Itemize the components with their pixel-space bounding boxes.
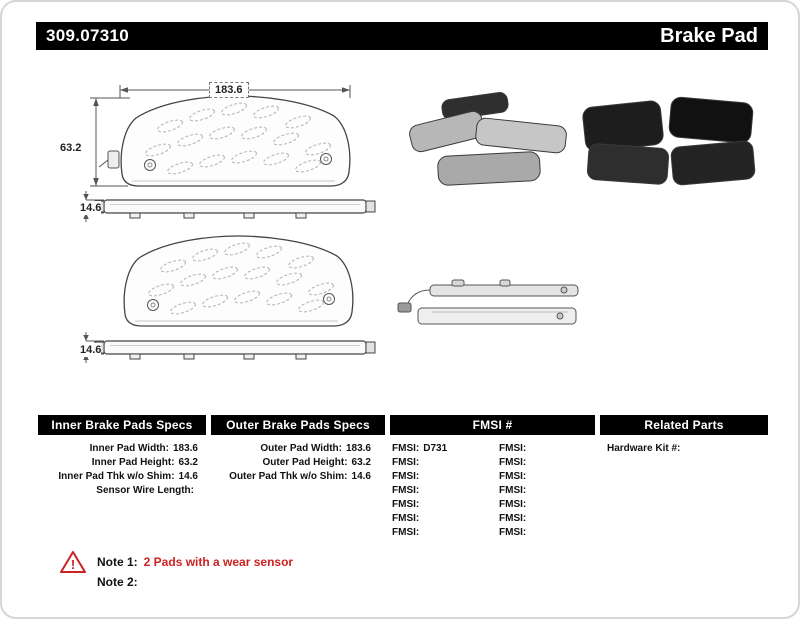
spec-row: Inner Pad Height:63.2 (38, 456, 198, 470)
fmsi-label: FMSI: (499, 471, 527, 482)
fmsi-label: FMSI: (499, 499, 527, 510)
title-bar: 309.07310 Brake Pad (36, 22, 768, 50)
outer-specs-header: Outer Brake Pads Specs (211, 415, 385, 435)
fmsi-value: D731 (423, 443, 448, 454)
fmsi-row: FMSI: (499, 442, 595, 456)
fmsi-label: FMSI: (392, 443, 420, 454)
dim-pad-width-label: 183.6 (209, 82, 249, 98)
fmsi-label: FMSI: (499, 485, 527, 496)
fmsi-label: FMSI: (392, 527, 420, 538)
warning-glyph: ! (71, 557, 75, 572)
spec-value: 183.6 (345, 443, 371, 454)
fmsi-row: FMSI: (499, 498, 595, 512)
dim-pad-height-label: 63.2 (60, 141, 82, 155)
fmsi-label: FMSI: (392, 485, 420, 496)
spec-value: 63.2 (178, 457, 198, 468)
fmsi-label: FMSI: (499, 527, 527, 538)
fmsi-label: FMSI: (499, 443, 527, 454)
fmsi-row: FMSI: (499, 526, 595, 540)
fmsi-row: FMSI: (499, 484, 595, 498)
note-1: Note 1: 2 Pads with a wear sensor (97, 555, 293, 569)
fmsi-column-2: FMSI: FMSI: FMSI: FMSI: FMSI: FMSI: FMSI… (499, 442, 595, 540)
fmsi-label: FMSI: (499, 513, 527, 524)
fmsi-row: FMSI: (499, 456, 595, 470)
spec-row: Outer Pad Width:183.6 (211, 442, 371, 456)
spec-value: 183.6 (172, 443, 198, 454)
spec-row: Inner Pad Width:183.6 (38, 442, 198, 456)
note1-text: 2 Pads with a wear sensor (143, 555, 294, 569)
fmsi-row: FMSI: (392, 456, 492, 470)
spec-label: Inner Pad Width: (89, 443, 169, 454)
spec-label: Outer Pad Height: (262, 457, 348, 468)
spec-label: Sensor Wire Length: (96, 485, 194, 496)
outer-specs-column: Outer Pad Width:183.6 Outer Pad Height:6… (211, 442, 371, 484)
pad-photos (409, 92, 756, 186)
spec-label: Inner Pad Height: (91, 457, 175, 468)
related-parts-header: Related Parts (600, 415, 768, 435)
fmsi-row: FMSI:D731 (392, 442, 492, 456)
fmsi-row: FMSI: (392, 526, 492, 540)
fmsi-label: FMSI: (499, 457, 527, 468)
fmsi-row: FMSI: (392, 470, 492, 484)
note1-label: Note 1: (97, 555, 138, 569)
dim-pad-thickness-inner-label: 14.6 (80, 201, 102, 215)
spec-value: 14.6 (351, 471, 371, 482)
part-number: 309.07310 (46, 26, 130, 45)
related-parts-column: Hardware Kit #: (607, 442, 767, 456)
related-label: Hardware Kit #: (607, 443, 681, 454)
outer-pad-drawing (123, 235, 354, 327)
fmsi-row: FMSI: (499, 512, 595, 526)
fmsi-row: FMSI: (392, 512, 492, 526)
warning-icon: ! (60, 551, 86, 573)
product-type-title: Brake Pad (660, 24, 758, 47)
wear-sensor-hardware-drawing (397, 279, 579, 325)
spec-value: 14.6 (178, 471, 198, 482)
spec-row: Outer Pad Thk w/o Shim:14.6 (211, 470, 371, 484)
fmsi-label: FMSI: (392, 471, 420, 482)
fmsi-row: FMSI: (499, 470, 595, 484)
spec-row: Sensor Wire Length: (38, 484, 198, 498)
spec-label: Outer Pad Width: (260, 443, 342, 454)
fmsi-row: FMSI: (392, 498, 492, 512)
fmsi-column-1: FMSI:D731 FMSI: FMSI: FMSI: FMSI: FMSI: … (392, 442, 492, 540)
inner-pad-drawing (90, 85, 351, 187)
spec-row: Inner Pad Thk w/o Shim:14.6 (38, 470, 198, 484)
spec-label: Inner Pad Thk w/o Shim: (58, 471, 175, 482)
spec-row: Outer Pad Height:63.2 (211, 456, 371, 470)
inner-pad-edge-view (82, 190, 376, 223)
inner-specs-column: Inner Pad Width:183.6 Inner Pad Height:6… (38, 442, 198, 498)
fmsi-label: FMSI: (392, 513, 420, 524)
note-2: Note 2: (97, 575, 144, 589)
fmsi-row: FMSI: (392, 484, 492, 498)
outer-pad-edge-view (82, 331, 376, 364)
inner-specs-header: Inner Brake Pads Specs (38, 415, 206, 435)
dim-pad-thickness-outer-label: 14.6 (80, 343, 102, 357)
related-row: Hardware Kit #: (607, 442, 767, 456)
fmsi-label: FMSI: (392, 457, 420, 468)
spec-label: Outer Pad Thk w/o Shim: (229, 471, 348, 482)
note2-label: Note 2: (97, 575, 138, 589)
technical-diagram (82, 85, 756, 364)
fmsi-label: FMSI: (392, 499, 420, 510)
fmsi-header: FMSI # (390, 415, 595, 435)
spec-value: 63.2 (351, 457, 371, 468)
